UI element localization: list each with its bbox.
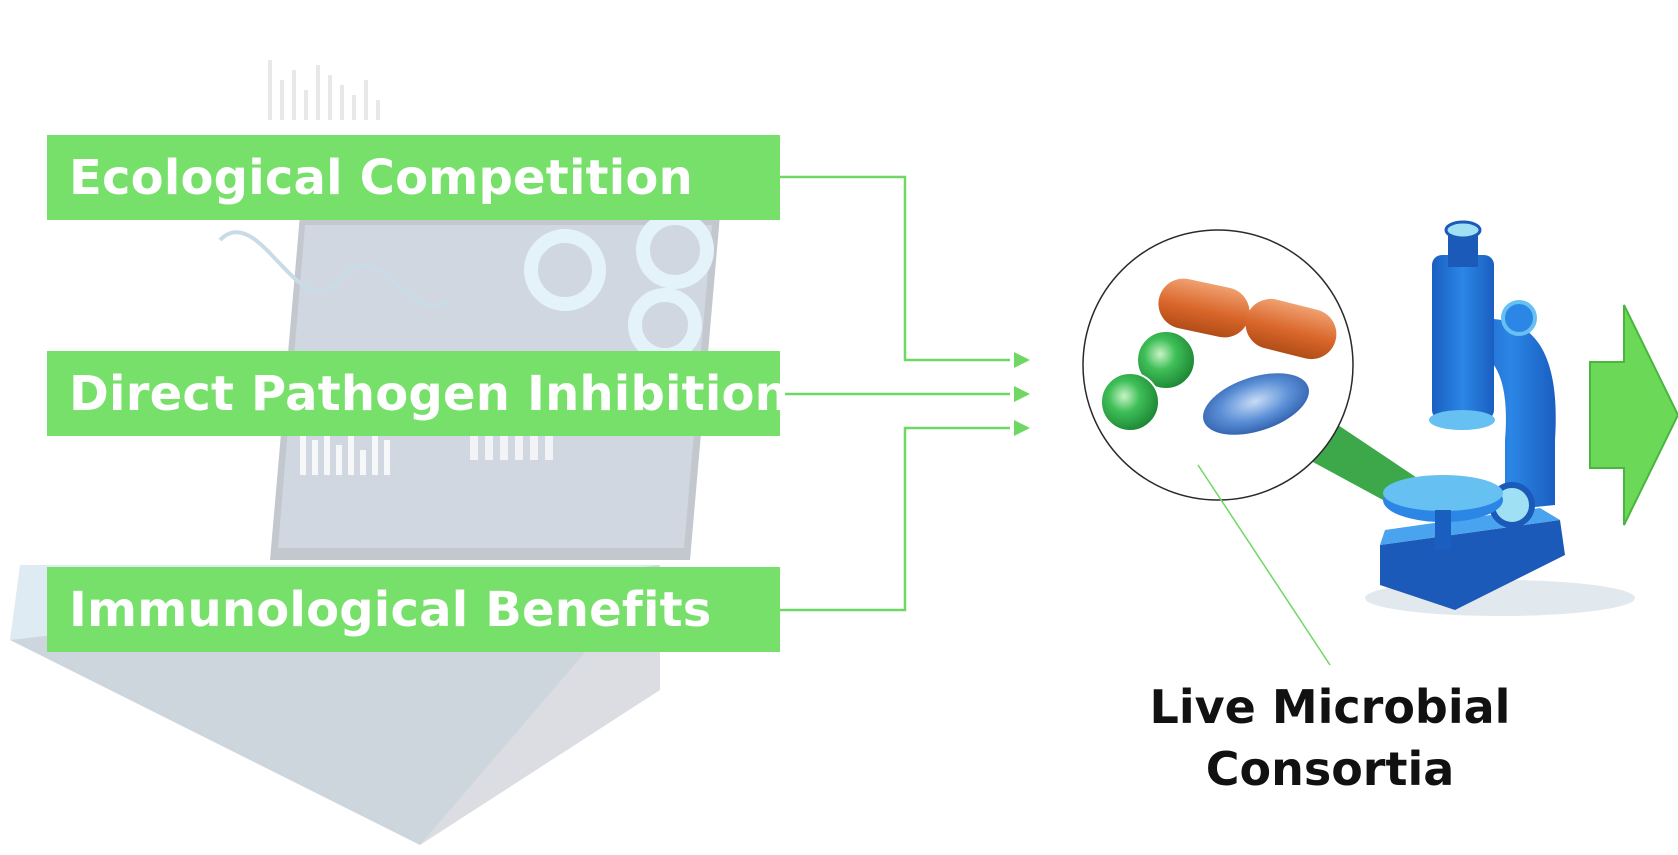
mechanism-immunological-benefits: Immunological Benefits	[47, 567, 780, 652]
product-label-line2: Consortia	[1205, 742, 1455, 796]
connector-immunological	[780, 426, 1010, 612]
coccus-bacteria	[1100, 330, 1196, 432]
bacteria-magnifier-icon	[1082, 229, 1354, 501]
mechanism-label: Immunological Benefits	[69, 581, 712, 638]
product-label: Live Microbial Consortia	[1130, 676, 1530, 800]
microscope-icon	[1365, 220, 1635, 616]
mechanism-direct-pathogen-inhibition: Direct Pathogen Inhibition	[47, 351, 789, 436]
product-label-line1: Live Microbial	[1149, 680, 1511, 734]
right-arrow-icon	[1589, 304, 1678, 526]
label-leader-line	[1197, 464, 1331, 666]
connector-lines	[780, 175, 1010, 612]
mechanism-ecological-competition: Ecological Competition	[47, 135, 780, 220]
mechanism-label: Ecological Competition	[69, 149, 693, 206]
mechanism-label: Direct Pathogen Inhibition	[69, 365, 790, 422]
rod-bacteria	[1158, 278, 1337, 360]
oval-bacteria	[1203, 373, 1309, 435]
connector-ecological	[780, 175, 1010, 362]
connector-arrowheads	[1014, 352, 1030, 436]
